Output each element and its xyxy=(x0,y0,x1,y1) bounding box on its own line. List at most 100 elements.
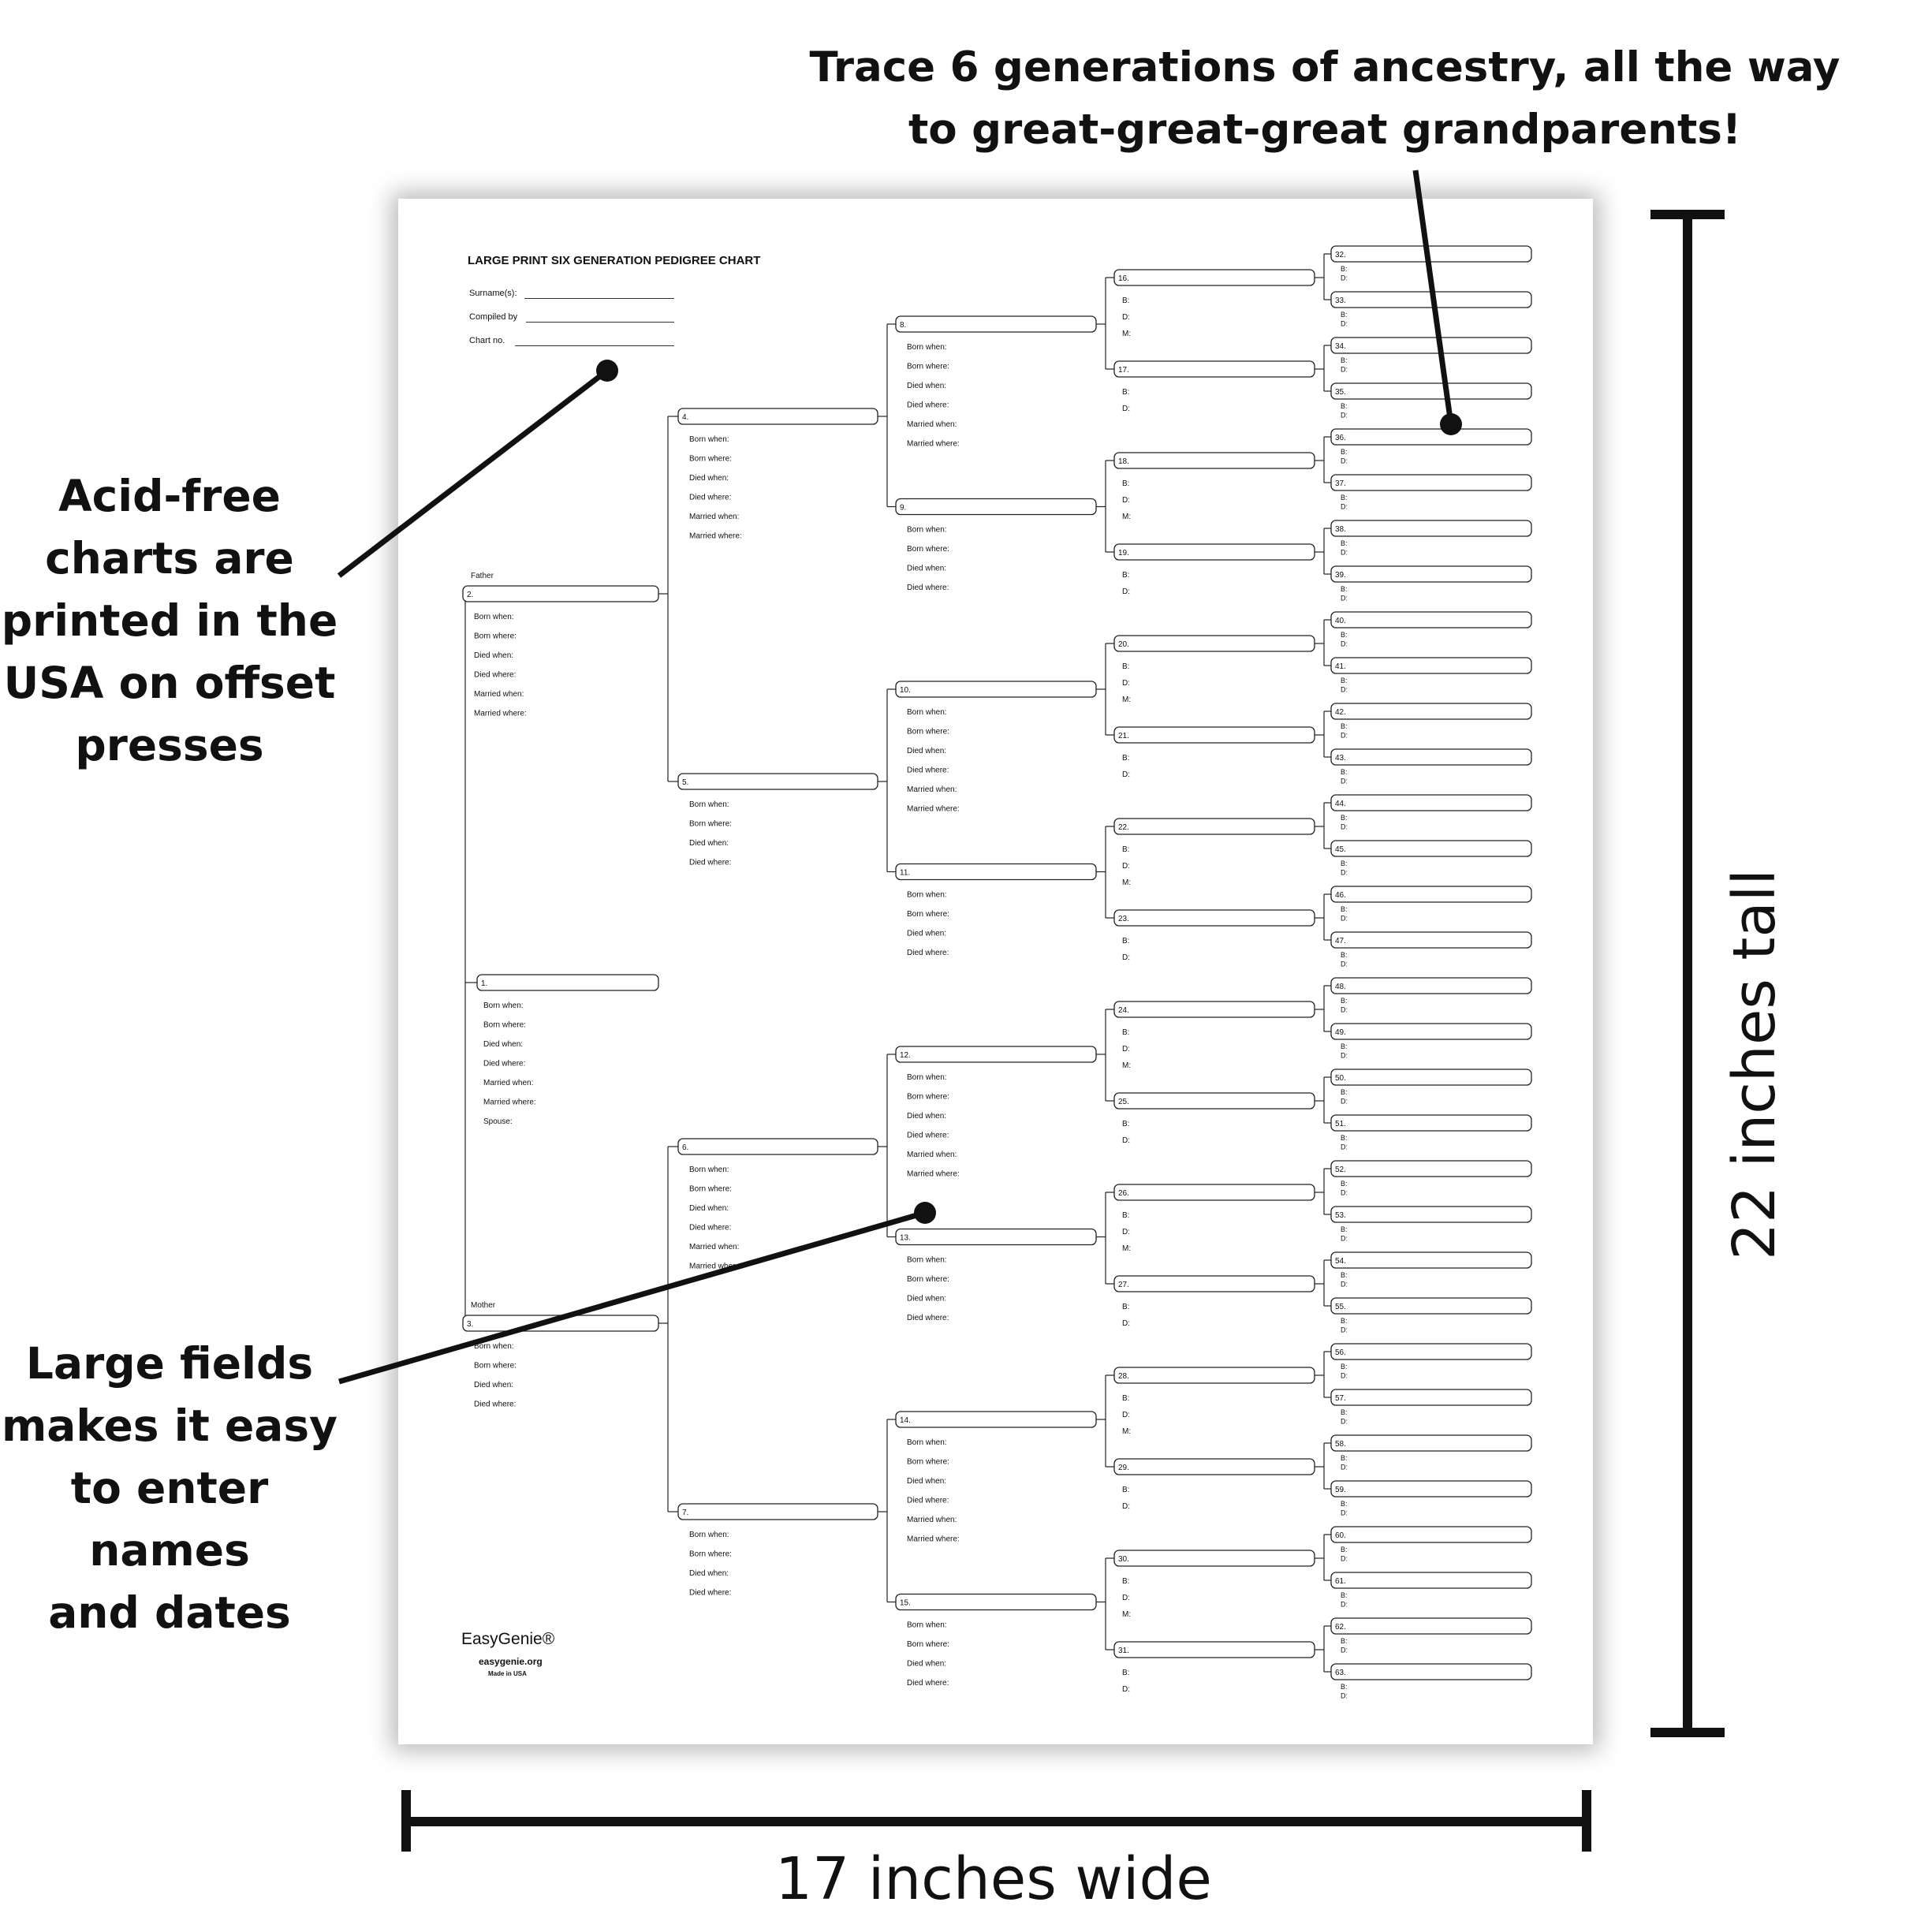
person-box-33[interactable] xyxy=(1330,291,1532,308)
person-box-36[interactable] xyxy=(1330,428,1532,446)
field-label-16-1: B: xyxy=(1122,297,1129,305)
field-label-52-2: D: xyxy=(1341,1189,1348,1197)
field-label-32-2: D: xyxy=(1341,274,1348,282)
field-label-40-2: D: xyxy=(1341,640,1348,648)
field-label-6-6: Married where: xyxy=(689,1263,742,1271)
person-box-2[interactable] xyxy=(462,585,659,602)
person-box-52[interactable] xyxy=(1330,1160,1532,1177)
field-label-34-1: B: xyxy=(1341,356,1348,364)
person-box-28[interactable] xyxy=(1113,1367,1315,1384)
person-box-29[interactable] xyxy=(1113,1458,1315,1475)
person-box-61[interactable] xyxy=(1330,1572,1532,1589)
person-box-43[interactable] xyxy=(1330,748,1532,766)
field-label-1-2: Born where: xyxy=(483,1021,526,1030)
person-box-57[interactable] xyxy=(1330,1389,1532,1406)
field-label-8-1: Born when: xyxy=(907,343,947,352)
person-box-19[interactable] xyxy=(1113,543,1315,561)
compiled-by-field-line[interactable] xyxy=(526,322,674,323)
person-box-23[interactable] xyxy=(1113,909,1315,927)
person-box-48[interactable] xyxy=(1330,977,1532,994)
field-label-10-5: Married when: xyxy=(907,785,957,794)
person-box-40[interactable] xyxy=(1330,611,1532,628)
person-box-59[interactable] xyxy=(1330,1480,1532,1497)
person-box-11[interactable] xyxy=(895,863,1097,881)
person-box-18[interactable] xyxy=(1113,452,1315,469)
person-box-63[interactable] xyxy=(1330,1663,1532,1680)
person-box-42[interactable] xyxy=(1330,703,1532,720)
made-in-usa-label: Made in USA xyxy=(488,1670,527,1677)
person-box-32[interactable] xyxy=(1330,245,1532,263)
person-box-44[interactable] xyxy=(1330,794,1532,811)
field-label-62-1: B: xyxy=(1341,1637,1348,1645)
field-label-2-2: Born where: xyxy=(474,632,517,641)
field-label-48-2: D: xyxy=(1341,1006,1348,1014)
person-box-20[interactable] xyxy=(1113,635,1315,652)
chart-no-field-line[interactable] xyxy=(515,345,674,346)
field-label-4-6: Married where: xyxy=(689,532,742,541)
person-box-41[interactable] xyxy=(1330,657,1532,674)
person-box-47[interactable] xyxy=(1330,931,1532,949)
person-box-7[interactable] xyxy=(677,1503,878,1520)
field-label-37-2: D: xyxy=(1341,503,1348,511)
person-box-49[interactable] xyxy=(1330,1023,1532,1040)
field-label-60-2: D: xyxy=(1341,1555,1348,1563)
person-box-27[interactable] xyxy=(1113,1275,1315,1292)
surname-field-line[interactable] xyxy=(524,298,674,299)
person-box-4[interactable] xyxy=(677,408,878,425)
person-box-22[interactable] xyxy=(1113,818,1315,835)
person-box-38[interactable] xyxy=(1330,520,1532,537)
person-box-58[interactable] xyxy=(1330,1434,1532,1452)
person-box-9[interactable] xyxy=(895,498,1097,516)
person-box-45[interactable] xyxy=(1330,840,1532,857)
person-box-31[interactable] xyxy=(1113,1641,1315,1658)
person-box-12[interactable] xyxy=(895,1046,1097,1063)
field-label-22-1: B: xyxy=(1122,845,1129,854)
person-box-10[interactable] xyxy=(895,681,1097,698)
person-box-34[interactable] xyxy=(1330,337,1532,354)
person-box-16[interactable] xyxy=(1113,269,1315,286)
person-box-56[interactable] xyxy=(1330,1343,1532,1360)
person-box-24[interactable] xyxy=(1113,1001,1315,1018)
person-box-51[interactable] xyxy=(1330,1114,1532,1132)
field-label-21-2: D: xyxy=(1122,770,1130,779)
person-box-39[interactable] xyxy=(1330,565,1532,583)
person-box-37[interactable] xyxy=(1330,474,1532,491)
field-label-4-3: Died when: xyxy=(689,474,729,483)
person-box-53[interactable] xyxy=(1330,1206,1532,1223)
person-box-55[interactable] xyxy=(1330,1297,1532,1315)
person-number-30: 30. xyxy=(1118,1555,1129,1564)
person-box-35[interactable] xyxy=(1330,382,1532,400)
field-label-27-1: B: xyxy=(1122,1303,1129,1311)
person-box-17[interactable] xyxy=(1113,360,1315,378)
field-label-4-2: Born where: xyxy=(689,455,732,464)
person-box-54[interactable] xyxy=(1330,1251,1532,1269)
field-label-12-4: Died where: xyxy=(907,1132,949,1140)
person-box-21[interactable] xyxy=(1113,726,1315,744)
person-box-5[interactable] xyxy=(677,773,878,790)
person-box-26[interactable] xyxy=(1113,1184,1315,1201)
person-box-1[interactable] xyxy=(476,974,659,991)
person-box-60[interactable] xyxy=(1330,1526,1532,1543)
person-box-14[interactable] xyxy=(895,1411,1097,1428)
field-label-3-2: Born where: xyxy=(474,1362,517,1371)
person-box-6[interactable] xyxy=(677,1138,878,1155)
person-box-8[interactable] xyxy=(895,315,1097,333)
person-box-46[interactable] xyxy=(1330,886,1532,903)
person-number-21: 21. xyxy=(1118,732,1129,740)
person-box-50[interactable] xyxy=(1330,1069,1532,1086)
field-label-56-2: D: xyxy=(1341,1372,1348,1380)
person-number-40: 40. xyxy=(1335,617,1346,625)
person-box-15[interactable] xyxy=(895,1593,1097,1611)
person-box-25[interactable] xyxy=(1113,1092,1315,1110)
field-label-12-3: Died when: xyxy=(907,1112,946,1121)
person-box-62[interactable] xyxy=(1330,1617,1532,1635)
person-number-22: 22. xyxy=(1118,823,1129,832)
field-label-45-2: D: xyxy=(1341,869,1348,877)
person-box-30[interactable] xyxy=(1113,1550,1315,1567)
field-label-59-2: D: xyxy=(1341,1509,1348,1517)
surname-field-label: Surname(s): xyxy=(469,289,517,298)
person-box-3[interactable] xyxy=(462,1315,659,1332)
field-label-5-3: Died when: xyxy=(689,839,729,848)
person-box-13[interactable] xyxy=(895,1228,1097,1246)
pedigree-chart-sheet: LARGE PRINT SIX GENERATION PEDIGREE CHAR… xyxy=(398,199,1593,1744)
